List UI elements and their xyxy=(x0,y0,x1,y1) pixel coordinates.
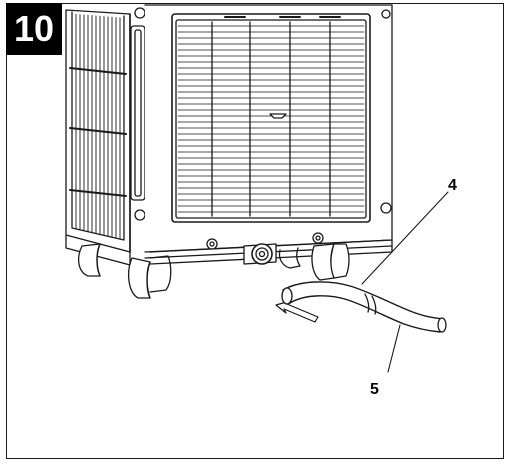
callout-label-5: 5 xyxy=(370,381,379,398)
leader-line-4 xyxy=(361,191,449,285)
screw-bottom-left xyxy=(134,209,146,221)
filter-grille xyxy=(171,13,371,223)
caster-wheels xyxy=(77,243,350,299)
leader-line-5 xyxy=(387,324,401,373)
leader-lines xyxy=(361,191,449,373)
corner-edge xyxy=(129,7,146,253)
screw-top-left xyxy=(134,7,146,19)
filter-slats xyxy=(177,25,365,213)
screw-bottom-right xyxy=(380,202,392,214)
side-panel xyxy=(65,9,131,253)
hose-clamp xyxy=(364,293,370,313)
screw-top-right xyxy=(381,9,391,19)
callout-label-4: 4 xyxy=(448,177,457,194)
step-number-badge: 10 xyxy=(6,3,62,55)
drain-hose xyxy=(281,281,447,333)
drain-outlet xyxy=(243,243,277,265)
side-grille xyxy=(75,13,121,240)
insertion-arrow xyxy=(275,300,319,323)
